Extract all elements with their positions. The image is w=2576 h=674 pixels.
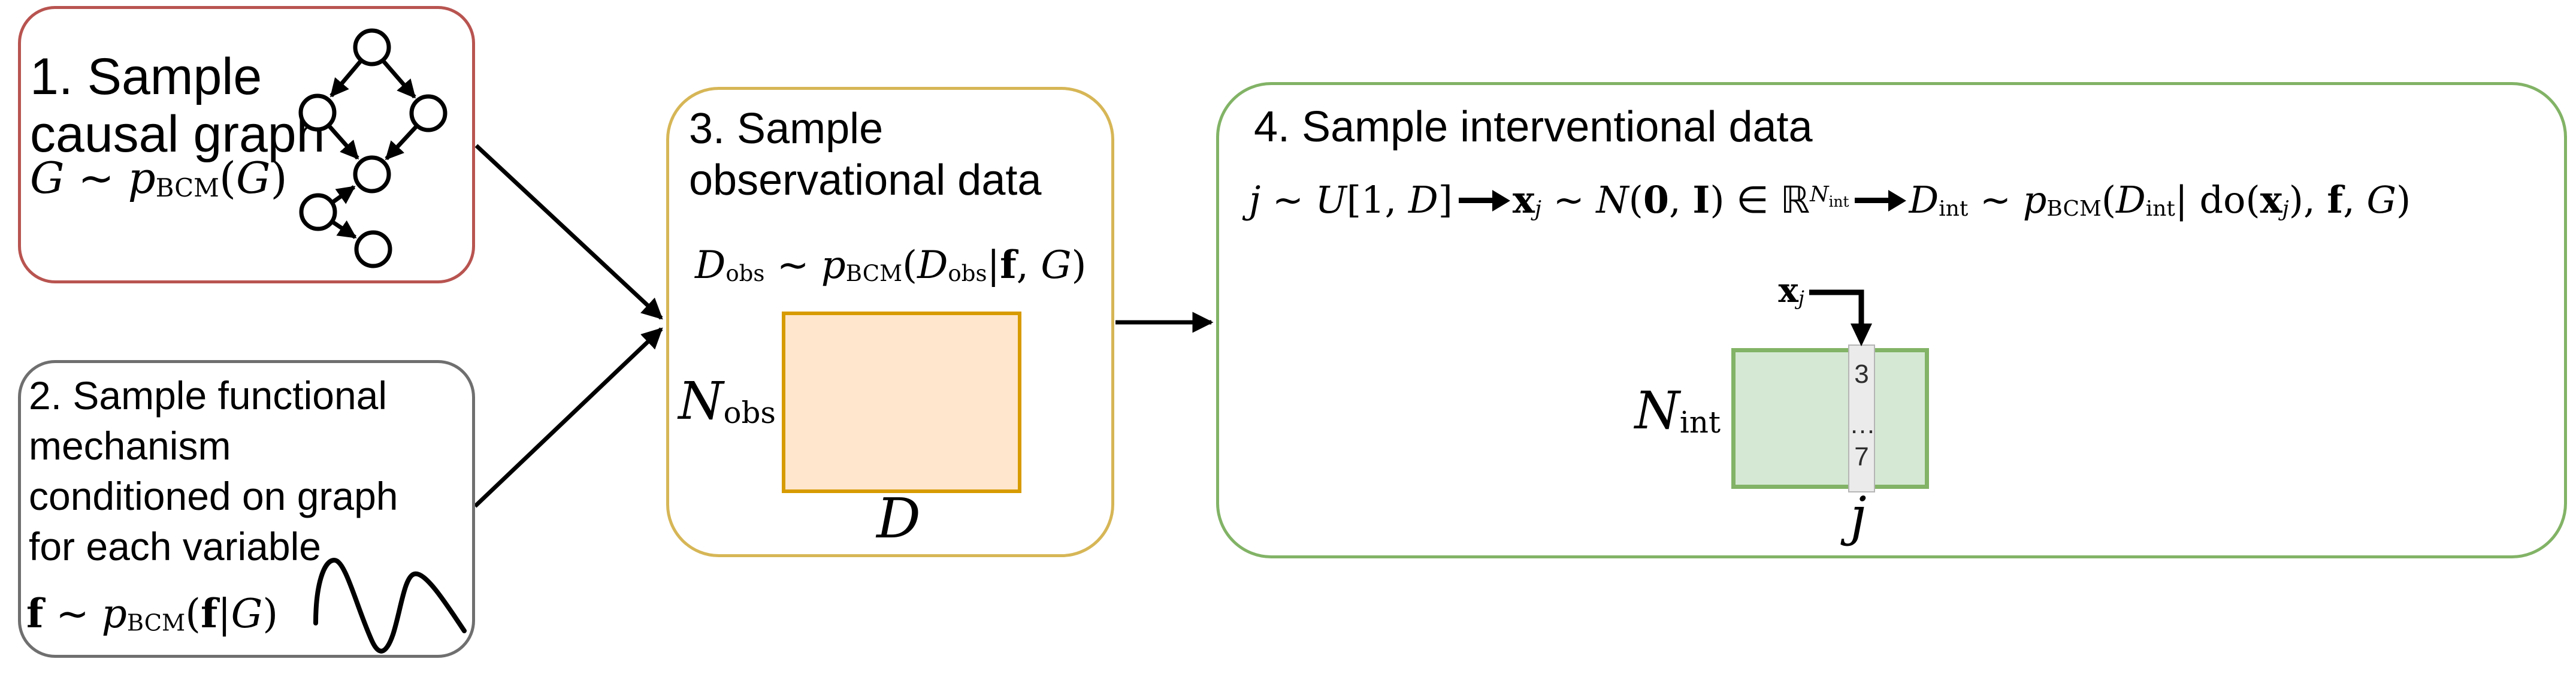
graph-node [298, 93, 337, 132]
column-value-bottom: 7 [1854, 442, 1869, 472]
column-value-ellipsis: … [1849, 410, 1876, 439]
int-rows-label: Nint [1634, 381, 1721, 441]
step3-title-line1: 3. Sample [689, 105, 884, 153]
graph-node [353, 28, 391, 67]
step3-title: 3. Sample observational data [689, 103, 1041, 206]
step4-title: 4. Sample interventional data [1254, 103, 1813, 151]
intervention-vector-label: xj [1778, 271, 1804, 310]
step3-formula: Dobs ∼ pBCM(Dobs|f, G) [695, 243, 1087, 288]
graph-edges [328, 59, 418, 239]
intervened-column: 3 … 7 [1848, 344, 1876, 492]
graph-node [353, 155, 391, 194]
function-curve [313, 557, 467, 654]
step2-title-line2: mechanism [29, 424, 231, 468]
step1-title: 1. Sample causal graph [30, 48, 325, 163]
intervention-pointer-arrow [1809, 289, 1872, 346]
interventional-matrix [1731, 348, 1929, 489]
step1-title-line2: causal graph [30, 105, 325, 163]
step1-formula: G ∼ pBCM(G) [30, 153, 288, 203]
int-col-label: j [1850, 485, 1867, 547]
step2-title: 2. Sample functional mechanism condition… [29, 370, 398, 572]
graph-node [354, 230, 392, 268]
graph-nodes [298, 28, 448, 268]
arrow-step2-to-step3 [473, 327, 663, 508]
obs-cols-label: D [876, 486, 921, 551]
step2-formula: f ∼ pBCM(f|G) [26, 590, 279, 637]
step1-title-line1: 1. Sample [30, 48, 262, 105]
step2-title-line4: for each variable [29, 524, 321, 569]
column-value-top: 3 [1854, 359, 1869, 389]
obs-rows-label: Nobs [678, 371, 776, 431]
graph-node [409, 94, 448, 132]
step3-title-line2: observational data [689, 156, 1042, 204]
step2-title-line3: conditioned on graph [29, 474, 398, 518]
observational-matrix [782, 312, 1021, 493]
graph-node [299, 193, 337, 231]
causal-graph-sketch [298, 28, 448, 268]
arrow-step1-to-step3 [474, 144, 663, 320]
step2-title-line1: 2. Sample functional [29, 373, 388, 418]
